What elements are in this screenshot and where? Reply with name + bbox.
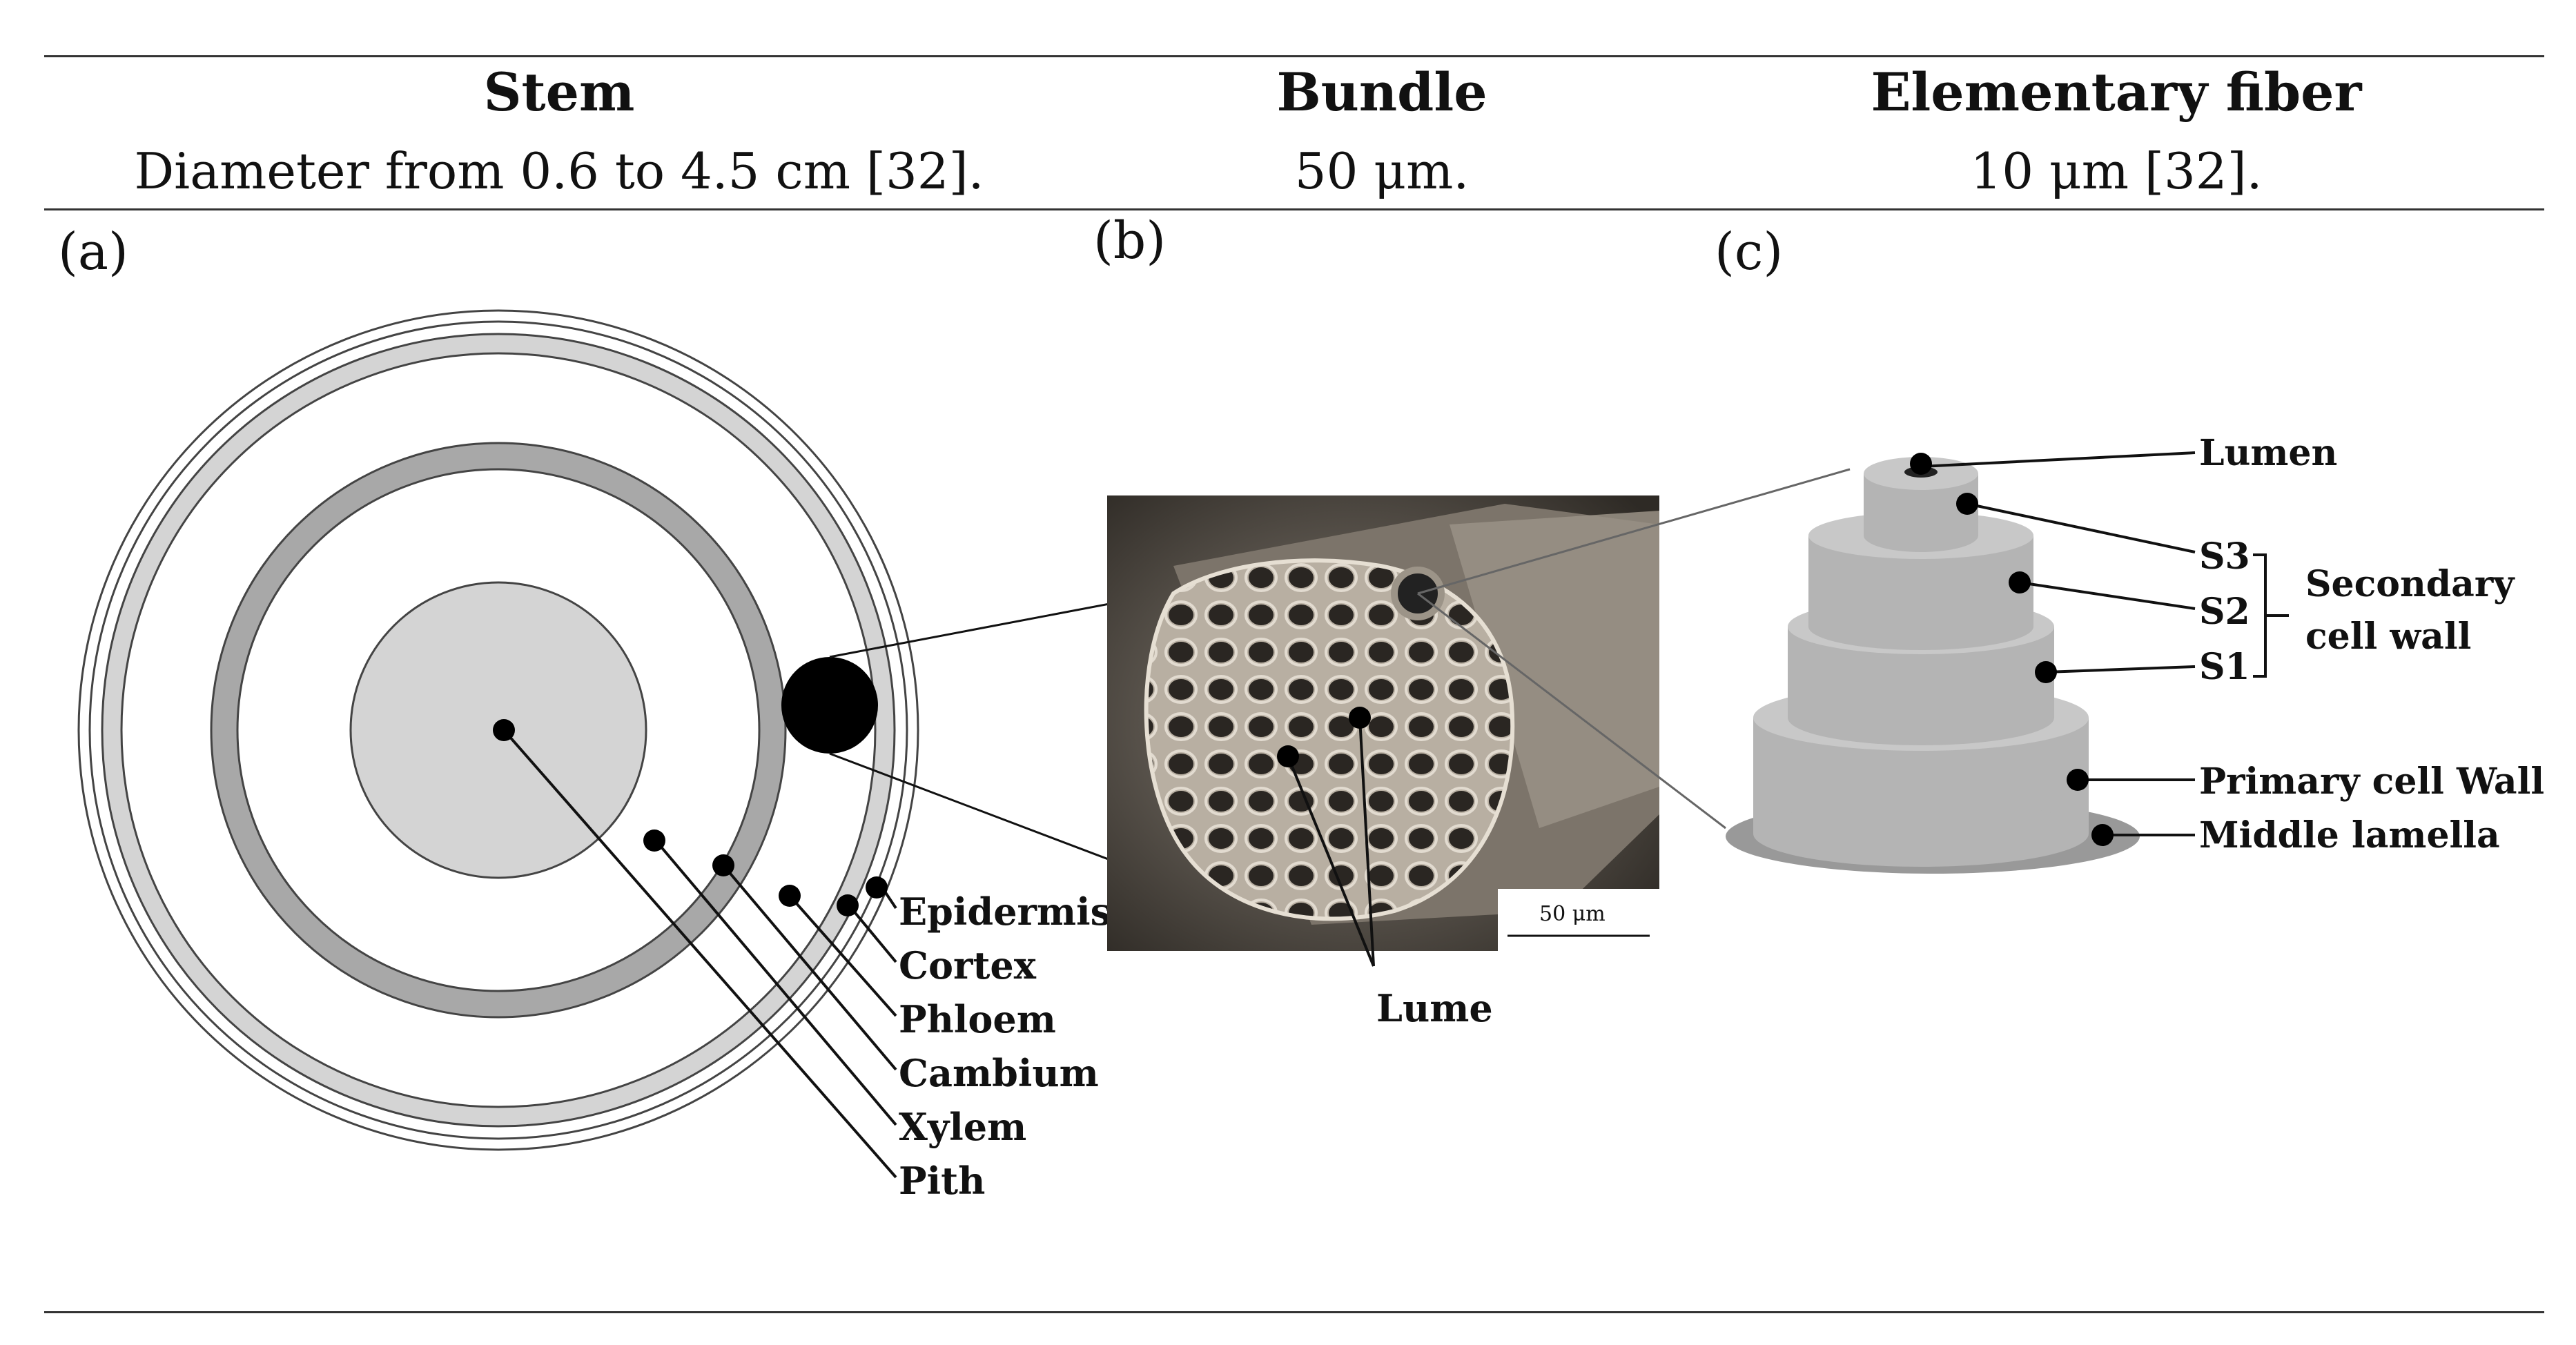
label-xylem: Xylem — [899, 1105, 1026, 1149]
bundle-cross-section — [1144, 558, 1515, 921]
bottom-rule — [44, 1311, 2544, 1313]
header-bundle: Bundle — [1276, 61, 1487, 123]
s3-dot — [1956, 493, 1978, 515]
middle-lamella-dot — [2091, 824, 2114, 846]
label-secondary: Secondary — [2305, 563, 2515, 605]
value-stem-diameter: Diameter from 0.6 to 4.5 cm [32]. — [134, 142, 984, 200]
label-pith: Pith — [899, 1159, 985, 1203]
epidermis-dot — [866, 876, 888, 899]
zoom-source-circle — [781, 657, 878, 754]
value-fiber-size: 10 μm [32]. — [1970, 142, 2263, 200]
cambium-dot — [712, 854, 734, 876]
label-cortex: Cortex — [899, 943, 1037, 988]
bundle-sem-image: 50 μm Lume — [1107, 495, 1659, 1030]
primary-wall-dot — [2067, 769, 2089, 791]
lumen-dot — [1910, 453, 1932, 475]
pith-dot — [493, 719, 515, 741]
s2-dot — [2009, 571, 2031, 593]
lume-dot-2 — [1349, 707, 1371, 729]
label-cambium: Cambium — [899, 1051, 1099, 1095]
zoom-line-b-c-upper — [1417, 468, 1851, 595]
label-cell-wall: cell wall — [2305, 616, 2471, 658]
elementary-fiber-diagram: Lumen S3 S2 S1 Primary cell Wall Middle … — [1726, 432, 2544, 874]
secondary-wall-bracket — [2253, 553, 2289, 678]
scale-bar-box — [1498, 889, 1659, 951]
top-rule — [44, 55, 2544, 57]
lume-dot-1 — [1277, 745, 1299, 767]
label-lumen: Lumen — [2199, 432, 2337, 474]
panel-label-b: (b) — [1093, 211, 1167, 271]
s1-dot — [2035, 661, 2057, 683]
label-primary-cell-wall: Primary cell Wall — [2199, 760, 2544, 803]
scale-bar-label: 50 μm — [1539, 902, 1606, 926]
stem-cross-section: Epidermis Cortex Phloem Cambium Xylem Pi… — [77, 309, 1111, 1203]
phloem-dot — [779, 885, 801, 907]
header-bottom-rule — [44, 208, 2544, 210]
label-phloem: Phloem — [899, 997, 1056, 1041]
header-stem: Stem — [483, 61, 635, 123]
label-middle-lamella: Middle lamella — [2199, 814, 2500, 856]
cortex-dot — [837, 894, 859, 916]
label-s2: S2 — [2199, 591, 2250, 633]
label-lume: Lume — [1376, 986, 1493, 1030]
panel-label-a: (a) — [58, 222, 128, 282]
header-elementary-fiber: Elementary fiber — [1871, 61, 2362, 123]
label-epidermis: Epidermis — [899, 890, 1111, 934]
value-bundle-size: 50 μm. — [1294, 142, 1470, 200]
zoom-line-b-c-lower — [1417, 592, 1726, 829]
panel-label-c: (c) — [1715, 222, 1784, 282]
label-s1: S1 — [2199, 646, 2250, 688]
xylem-dot — [643, 829, 665, 852]
label-s3: S3 — [2199, 536, 2250, 578]
